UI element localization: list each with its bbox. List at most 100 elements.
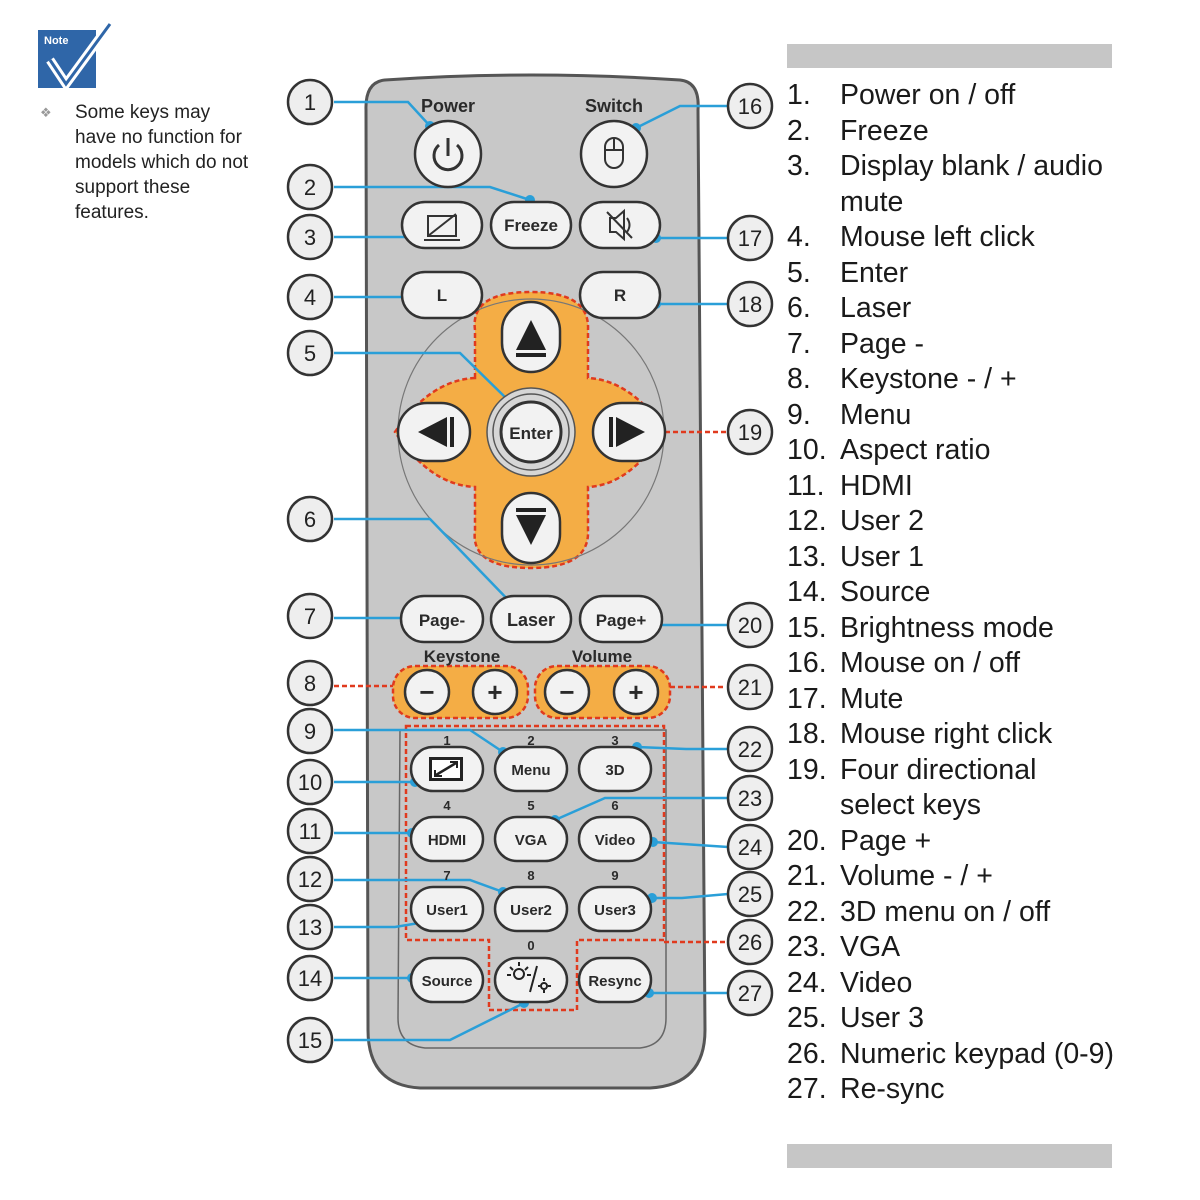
switch-button[interactable] [579,119,649,189]
callout-7: 7 [286,592,334,640]
callout-11: 11 [286,807,334,855]
volume-plus-button[interactable]: + [612,668,660,716]
freeze-button[interactable]: Freeze [489,200,573,250]
down-button[interactable] [500,491,562,565]
callout-2: 2 [286,163,334,211]
user2-label: User2 [510,902,552,919]
legend-item: 24.Video [787,966,1117,1002]
callout-number: 14 [298,966,322,991]
freeze-label: Freeze [504,216,558,235]
page-minus-label: Page- [419,611,465,630]
legend-item: 4.Mouse left click [787,220,1117,256]
vga-button[interactable]: VGA [493,815,569,863]
callout-27: 27 [726,969,774,1017]
legend-top-bar [787,44,1112,68]
legend-item-number: 2. [787,114,811,147]
video-button[interactable]: Video [577,815,653,863]
legend-item-number: 23. [787,931,827,963]
display-blank-icon [424,213,460,241]
legend-item-text: Display blank / audio mute [840,150,1103,218]
menu-button[interactable]: Menu [493,745,569,793]
legend-item-text: Numeric keypad (0-9) [840,1037,1115,1070]
legend-item-number: 14. [787,576,827,608]
legend-item-number: 11. [787,469,825,502]
callout-22: 22 [726,725,774,773]
legend-item-text: User 2 [840,505,924,537]
aspect-ratio-icon [429,757,463,781]
hdmi-button[interactable]: HDMI [409,815,485,863]
menu-label: Menu [511,762,550,779]
up-button[interactable] [500,300,562,374]
legend-item-number: 26. [787,1037,827,1070]
user3-label: User3 [594,902,636,919]
hdmi-label: HDMI [428,832,466,849]
legend-item-text: Enter [840,256,909,289]
volume-label: Volume [572,647,632,666]
legend-item-number: 8. [787,363,811,395]
legend-item-text: Freeze [840,114,929,147]
3d-button[interactable]: 3D [577,745,653,793]
callout-13: 13 [286,903,334,951]
laser-button[interactable]: Laser [489,594,573,644]
callout-number: 26 [738,930,762,955]
legend-item-text: HDMI [840,469,913,502]
enter-label: Enter [509,424,553,443]
legend-item-number: 13. [787,540,827,573]
callout-number: 5 [304,341,316,366]
mute-button[interactable] [578,200,662,250]
left-button[interactable] [396,401,472,463]
legend-item-number: 22. [787,895,827,928]
legend-item-number: 5. [787,256,811,289]
legend-item-text: Power on / off [840,79,1016,111]
callout-8: 8 [286,659,334,707]
legend-item: 16.Mouse on / off [787,646,1117,682]
l-label: L [437,286,447,305]
r-label: R [614,286,626,305]
digit-0: 0 [527,938,534,953]
volume-minus-label: − [559,677,574,707]
callout-1: 1 [286,78,334,126]
mouse-right-button[interactable]: R [578,270,662,320]
callout-number: 2 [304,175,316,200]
resync-label: Resync [588,973,641,990]
callout-number: 1 [304,90,316,115]
callout-16: 16 [726,82,774,130]
mouse-left-button[interactable]: L [400,270,484,320]
display-blank-button[interactable] [400,200,484,250]
user3-button[interactable]: User3 [577,885,653,933]
legend-item-text: User 1 [840,540,924,573]
keystone-minus-button[interactable]: − [403,668,451,716]
callout-18: 18 [726,280,774,328]
source-button[interactable]: Source [409,956,485,1004]
user2-button[interactable]: User2 [493,885,569,933]
right-button[interactable] [591,401,667,463]
callout-25: 25 [726,870,774,918]
legend-bottom-bar [787,1144,1112,1168]
digit-6: 6 [611,798,618,813]
power-button[interactable] [413,119,483,189]
brightness-button[interactable] [493,956,569,1004]
page-plus-button[interactable]: Page+ [578,594,664,644]
legend-item: 10.Aspect ratio [787,433,1117,469]
keystone-plus-button[interactable]: + [471,668,519,716]
note-body: Some keys may have no function for model… [75,102,249,223]
callout-number: 27 [738,981,762,1006]
page-minus-button[interactable]: Page- [399,594,485,644]
volume-minus-button[interactable]: − [543,668,591,716]
callout-lines [334,100,729,1042]
check-note-icon: Note [38,21,114,92]
user1-button[interactable]: User1 [409,885,485,933]
legend-item-text: Menu [840,398,912,431]
legend-item-number: 9. [787,398,811,431]
callout-9: 9 [286,707,334,755]
legend-item-text: Page - [840,327,924,360]
legend-item-text: Page + [840,824,932,857]
legend-item: 2. Freeze [787,114,1117,150]
legend-item-number: 17. [787,682,827,715]
aspect-ratio-button[interactable] [409,745,485,793]
legend-item-text: Re-sync [840,1073,945,1105]
legend-item-text: Mouse right click [840,718,1053,750]
enter-button[interactable]: Enter [486,387,576,477]
resync-button[interactable]: Resync [577,956,653,1004]
